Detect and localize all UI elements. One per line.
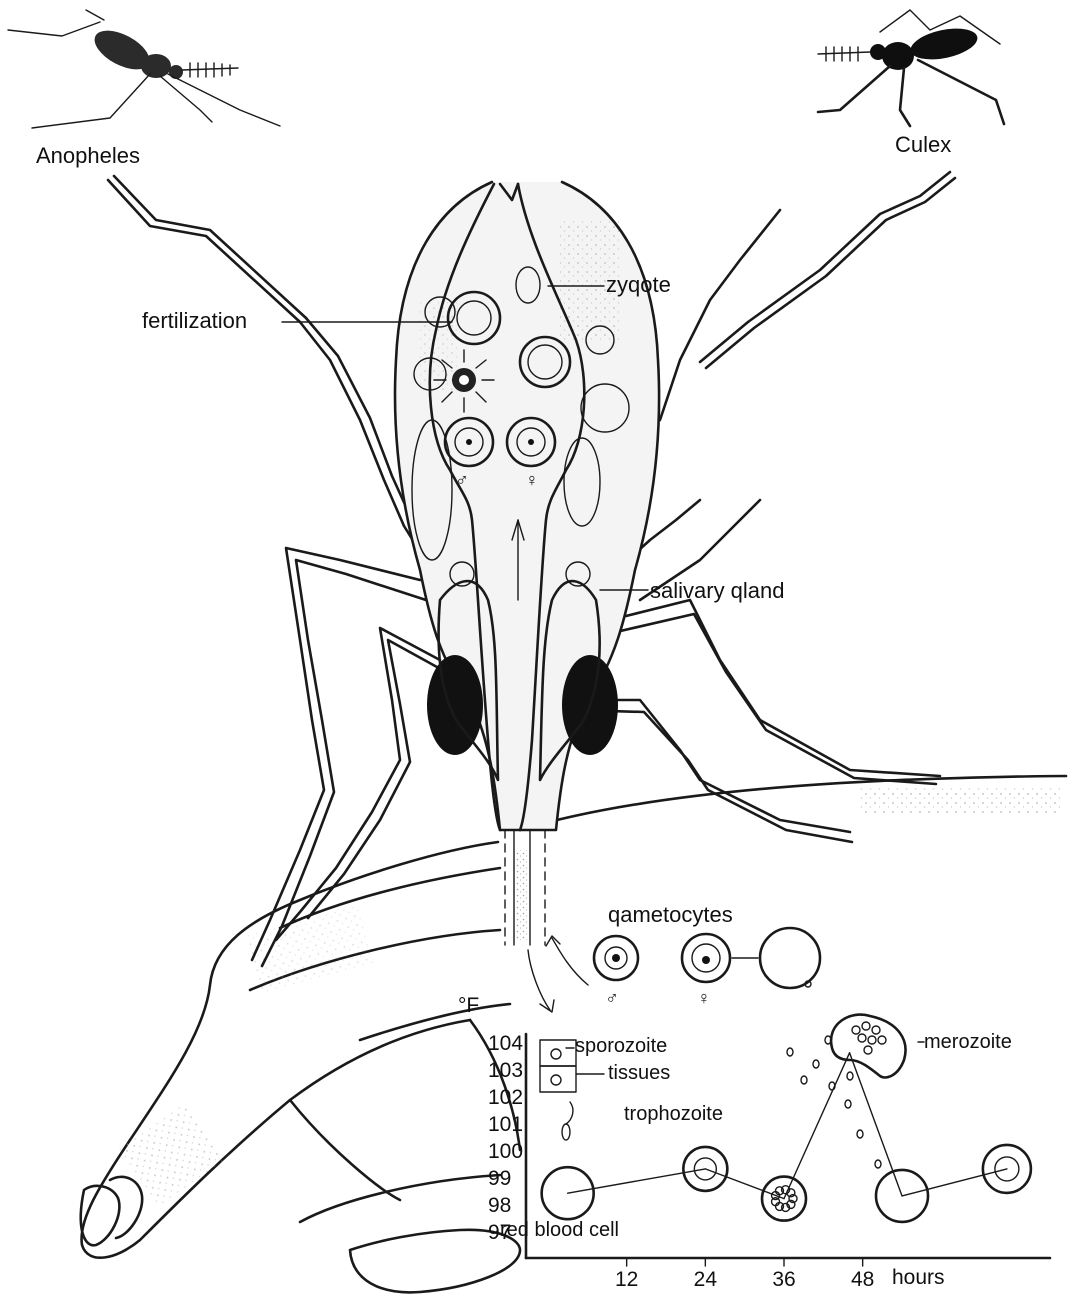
- salivary-gland-label: salivary qland: [650, 578, 785, 603]
- y-tick-label: 99: [488, 1167, 511, 1190]
- anopheles-mosquito-icon: [8, 10, 280, 128]
- y-tick-label: 102: [488, 1086, 523, 1109]
- x-tick-label: 24: [694, 1268, 718, 1291]
- trophozoite-label: trophozoite: [624, 1103, 723, 1125]
- gut-male-symbol: ♂: [455, 470, 469, 490]
- gametocyte-cells: [594, 928, 820, 988]
- culex-mosquito-icon: [818, 10, 1004, 126]
- x-tick-label: 12: [615, 1268, 638, 1291]
- blood-male-symbol: ♂: [605, 988, 619, 1008]
- merozoite-release: [787, 1015, 906, 1168]
- y-tick-label: 103: [488, 1059, 523, 1082]
- sporozoite-label: sporozoite: [575, 1035, 667, 1057]
- anopheles-label: Anopheles: [36, 143, 140, 168]
- skin-stipple: [860, 786, 1060, 814]
- zygote-label: zyqote: [606, 272, 671, 297]
- x-tick-label: 36: [772, 1268, 795, 1291]
- y-tick-label: 104: [488, 1032, 523, 1055]
- merozoite-label: merozoite: [924, 1031, 1012, 1053]
- red-blood-cell-label: red blood cell: [500, 1219, 619, 1241]
- fertilization-label: fertilization: [142, 308, 247, 333]
- y-tick-label: 98: [488, 1194, 511, 1217]
- gut-female-symbol: ♀: [525, 470, 539, 490]
- culex-label: Culex: [895, 132, 951, 157]
- gametocytes-label: qametocytes: [608, 902, 733, 927]
- y-tick-label: 101: [488, 1113, 523, 1136]
- mosquito-legs-left: [108, 176, 446, 966]
- x-tick-labels: 12 24 36 48: [615, 1258, 874, 1291]
- series-segment: [784, 1053, 850, 1199]
- tissues-label: tissues: [608, 1062, 670, 1084]
- series-segment: [902, 1169, 1007, 1196]
- y-tick-label: 100: [488, 1140, 523, 1163]
- tissue-cells: [540, 1040, 576, 1140]
- sporozoite-injection-arrow: [528, 950, 550, 1010]
- blood-female-symbol: ♀: [697, 988, 711, 1008]
- x-tick-label: 48: [851, 1268, 874, 1291]
- x-axis-unit-label: hours: [892, 1266, 945, 1289]
- gametocyte-uptake-arrow: [552, 938, 588, 985]
- y-axis-unit-label: °F: [458, 994, 479, 1017]
